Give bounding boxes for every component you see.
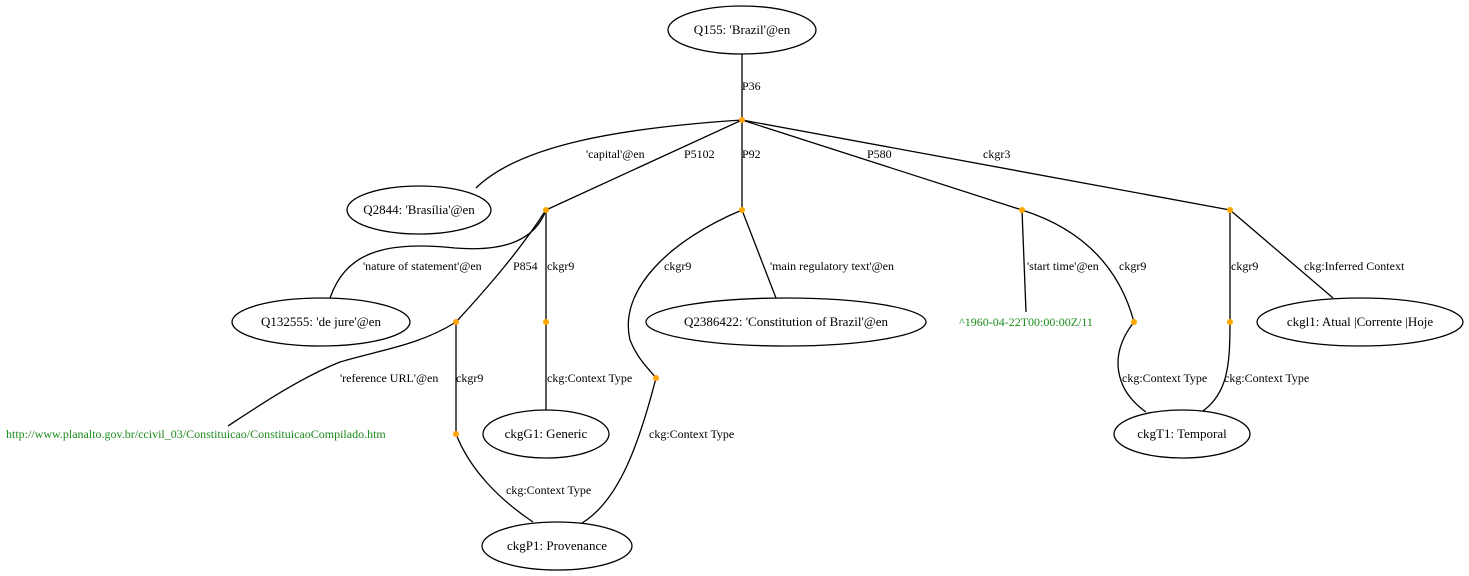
edge-label-reference-url: 'reference URL'@en <box>340 371 438 385</box>
blank-node-p854 <box>453 319 459 325</box>
node-q155[interactable]: Q155: 'Brazil'@en <box>667 5 817 55</box>
edge-label-ckgr9-b2: ckgr9 <box>664 259 691 273</box>
edge-label-p36: P36 <box>742 79 761 93</box>
edge-label-ckgr9-b5: ckgr9 <box>456 371 483 385</box>
node-ckgP1[interactable]: ckgP1: Provenance <box>481 521 633 571</box>
node-ckgl1[interactable]: ckgl1: Atual |Corrente |Hoje <box>1256 297 1464 347</box>
edge-label-p92: P92 <box>742 147 761 161</box>
edge-label-p580: P580 <box>867 147 892 161</box>
blank-node-p92 <box>739 207 745 213</box>
edge-label-capital: 'capital'@en <box>586 147 645 161</box>
blank-node-p580 <box>1019 207 1025 213</box>
edge-label-context-type-provenance-b2: ckg:Context Type <box>649 427 734 441</box>
node-q2844[interactable]: Q2844: 'Brasília'@en <box>346 185 492 235</box>
edge-b1-b5 <box>455 209 547 323</box>
edge-b3-b8 <box>1021 209 1135 323</box>
edge-label-ckgr9-b3: ckgr9 <box>1119 259 1146 273</box>
blank-node-ckgr9-b2 <box>653 375 659 381</box>
blank-node-ckgr9-b5 <box>453 431 459 437</box>
node-ckgG1-label: ckgG1: Generic <box>505 426 588 441</box>
edge-b3-date <box>1021 209 1027 313</box>
edge-b9-ckgT1 <box>1199 321 1231 414</box>
edge-hub-b4 <box>741 119 1231 211</box>
edge-b8-ckgT1 <box>1117 321 1147 413</box>
node-ckgT1-label: ckgT1: Temporal <box>1137 426 1227 441</box>
edge-label-p5102: P5102 <box>684 147 715 161</box>
blank-node-ckgr3 <box>1227 207 1233 213</box>
edge-label-start-time: 'start time'@en <box>1027 259 1099 273</box>
edge-b4-ckgl1 <box>1229 209 1334 299</box>
edge-hub-q2844 <box>475 119 743 189</box>
node-ckgl1-label: ckgl1: Atual |Corrente |Hoje <box>1287 314 1434 329</box>
edge-label-ckgr9-b4: ckgr9 <box>1231 259 1258 273</box>
blank-nodes <box>453 117 1233 437</box>
edge-b2-q2386422 <box>741 209 777 299</box>
edge-label-context-type-provenance-b5: ckg:Context Type <box>506 483 591 497</box>
node-ckgT1[interactable]: ckgT1: Temporal <box>1113 409 1251 459</box>
edge-label-ckgr3: ckgr3 <box>983 147 1010 161</box>
literal-start-date: ^1960-04-22T00:00:00Z/11 <box>959 315 1093 329</box>
edge-hub-b1 <box>545 119 743 211</box>
edge-b1-q132555 <box>329 209 547 299</box>
edge-label-context-type-generic: ckg:Context Type <box>547 371 632 385</box>
node-q155-label: Q155: 'Brazil'@en <box>694 22 791 37</box>
literal-reference-url[interactable]: http://www.planalto.gov.br/ccivil_03/Con… <box>6 427 386 441</box>
edge-label-p854: P854 <box>513 259 538 273</box>
blank-node-hub <box>739 117 745 123</box>
node-q2844-label: Q2844: 'Brasília'@en <box>363 202 475 217</box>
edge-label-inferred-context: ckg:Inferred Context <box>1304 259 1405 273</box>
edge-b7-ckgP1 <box>581 377 657 524</box>
edge-label-context-type-temporal-b3: ckg:Context Type <box>1122 371 1207 385</box>
edge-b10-ckgP1 <box>455 433 534 523</box>
blank-node-ckgr9-b1 <box>543 319 549 325</box>
edge-hub-b3 <box>741 119 1023 211</box>
node-ckgP1-label: ckgP1: Provenance <box>507 538 607 553</box>
edge-labels: P36 'capital'@en P5102 P92 P580 ckgr3 'n… <box>340 79 1405 497</box>
node-q132555[interactable]: Q132555: 'de jure'@en <box>231 297 411 347</box>
edges <box>227 54 1334 524</box>
edge-label-main-regulatory-text: 'main regulatory text'@en <box>770 259 894 273</box>
node-ckgG1[interactable]: ckgG1: Generic <box>482 409 610 459</box>
edge-b5-url <box>227 321 457 427</box>
node-q132555-label: Q132555: 'de jure'@en <box>261 314 381 329</box>
blank-node-p5102 <box>543 207 549 213</box>
literals: http://www.planalto.gov.br/ccivil_03/Con… <box>6 315 1093 441</box>
node-q2386422-label: Q2386422: 'Constitution of Brazil'@en <box>684 314 889 329</box>
blank-node-ckgr9-b3 <box>1131 319 1137 325</box>
edge-label-nature-of-statement: 'nature of statement'@en <box>363 259 482 273</box>
blank-node-ckgr9-b4 <box>1227 319 1233 325</box>
entity-nodes: Q155: 'Brazil'@en Q2844: 'Brasília'@en Q… <box>231 5 1464 571</box>
edge-b2-b7 <box>627 209 743 379</box>
edge-label-ckgr9-b1: ckgr9 <box>547 259 574 273</box>
node-q2386422[interactable]: Q2386422: 'Constitution of Brazil'@en <box>645 297 927 347</box>
edge-label-context-type-temporal-b4: ckg:Context Type <box>1224 371 1309 385</box>
